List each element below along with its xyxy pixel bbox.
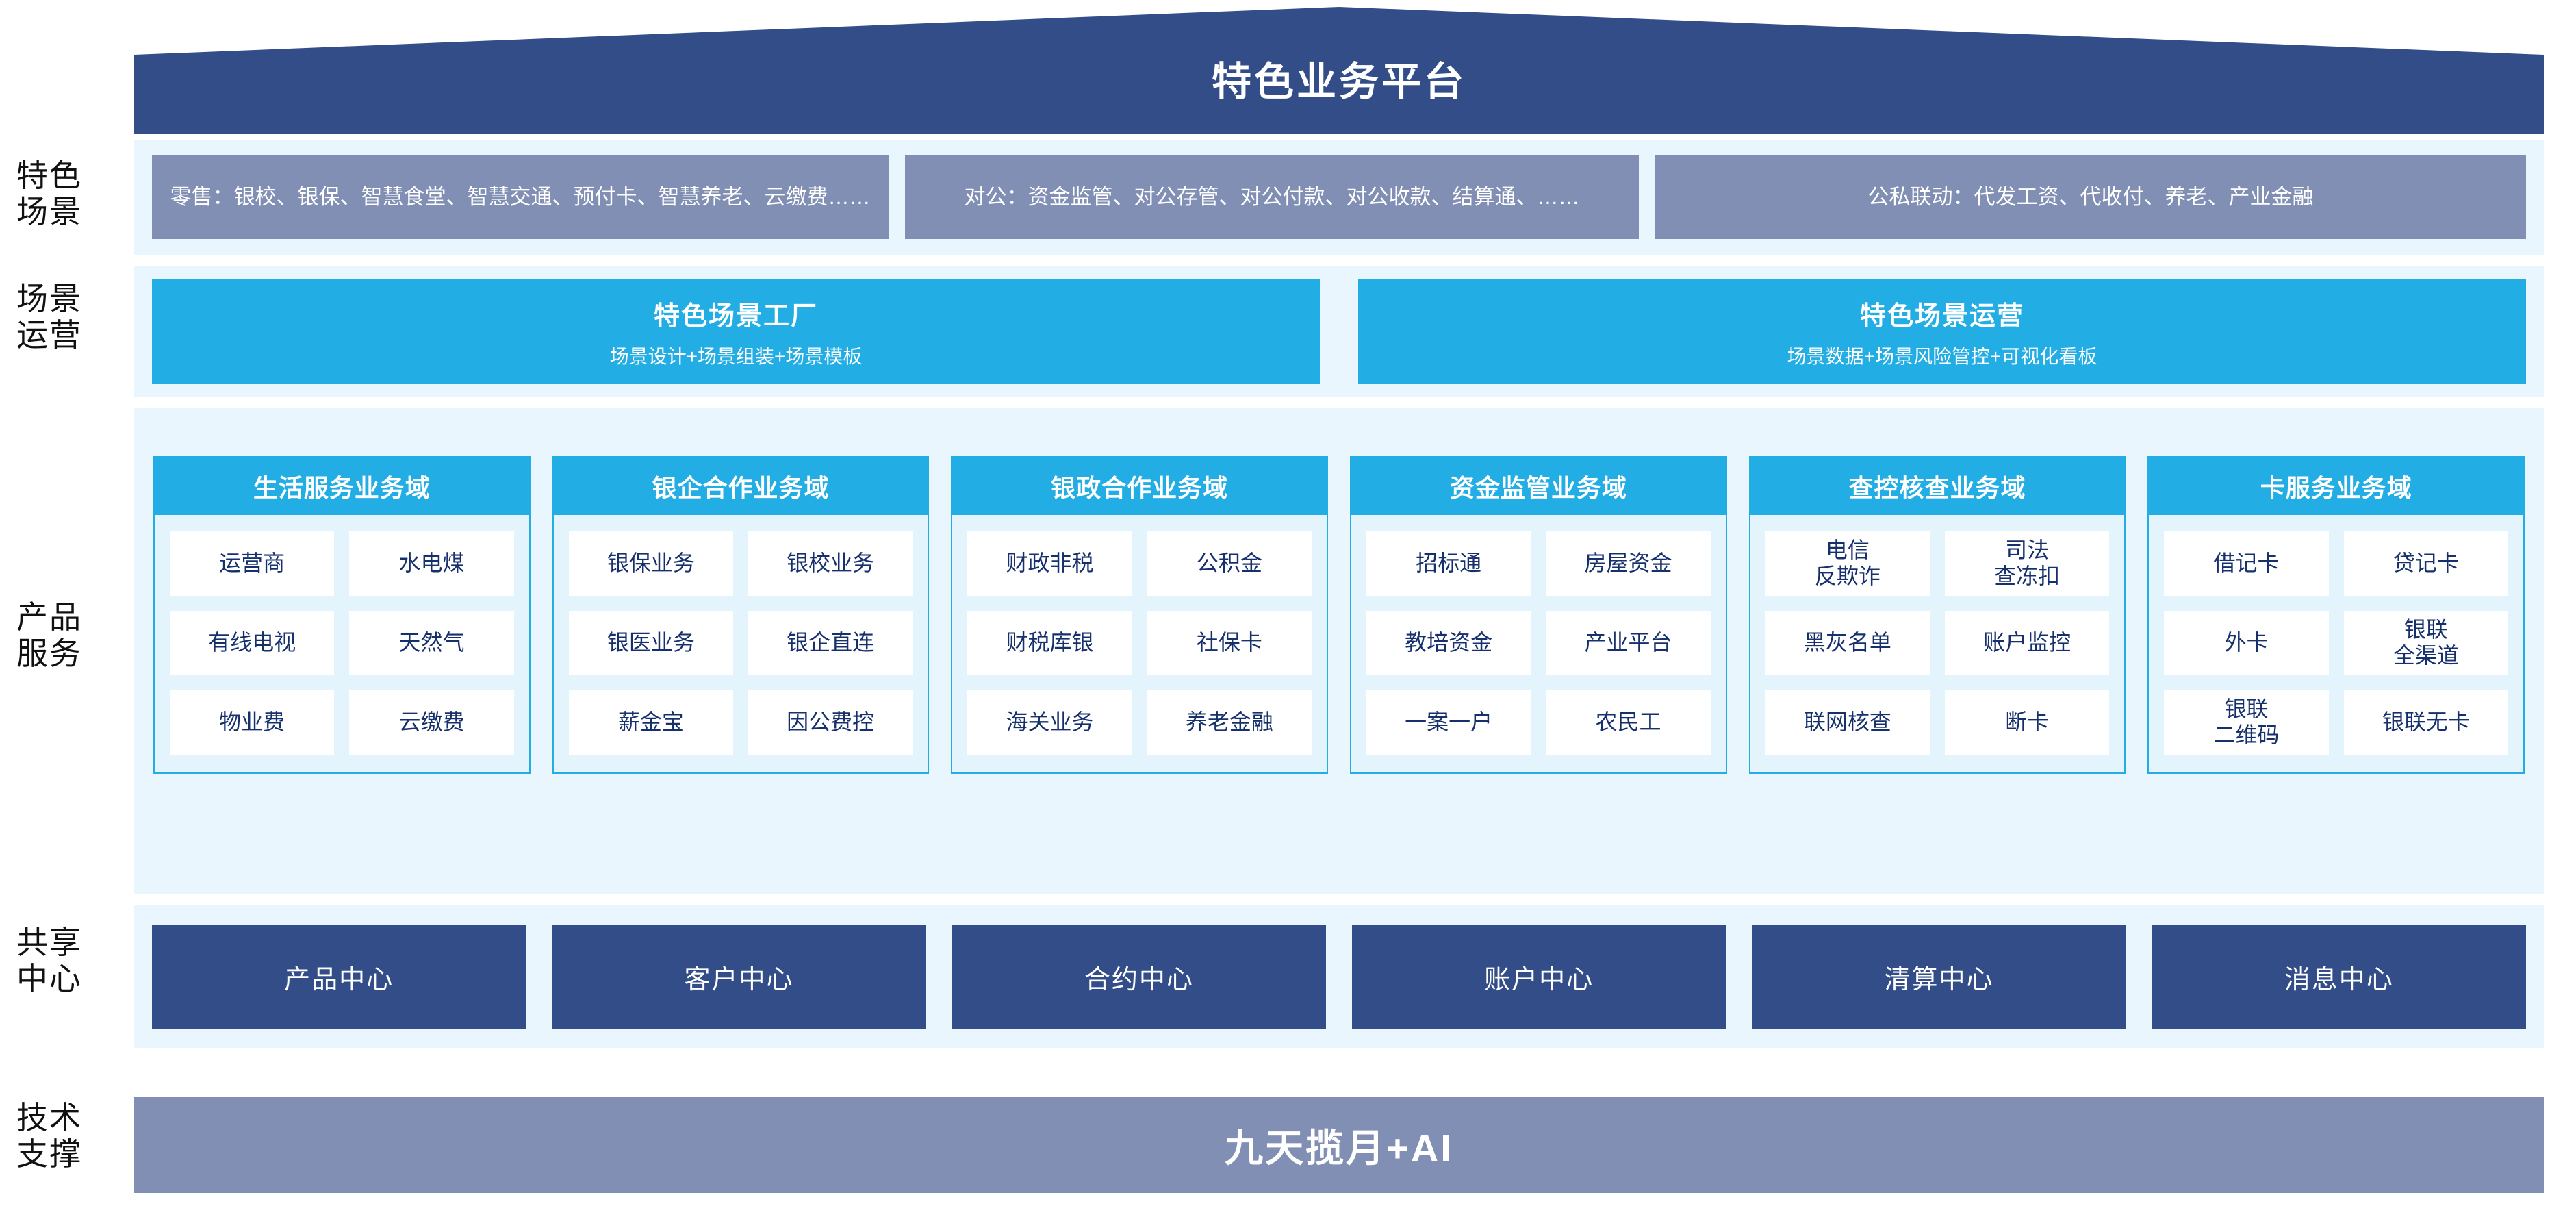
product-cell[interactable]: 司法 查冻扣 [1945, 531, 2110, 596]
domain-grid: 运营商 水电煤 有线电视 天然气 物业费 云缴费 [155, 515, 529, 772]
product-cell[interactable]: 一案一户 [1366, 690, 1531, 755]
domain-card-bank-enterprise[interactable]: 银企合作业务域 银保业务 银校业务 银医业务 银企直连 薪金宝 因公费控 [552, 456, 930, 774]
shared-center-customer[interactable]: 客户中心 [552, 925, 926, 1029]
operations-subtitle: 场景数据+场景风险管控+可视化看板 [1787, 345, 2097, 367]
roof-shape [134, 7, 2544, 134]
rail-label-shared: 共享 中心 [16, 925, 82, 997]
product-cell[interactable]: 银校业务 [748, 531, 913, 596]
product-cell[interactable]: 财政非税 [967, 531, 1132, 596]
operations-subtitle: 场景设计+场景组装+场景模板 [609, 345, 863, 367]
tech-band: 九天揽月+AI [134, 1088, 2544, 1203]
domain-title: 卡服务业务域 [2149, 457, 2524, 515]
domain-grid: 银保业务 银校业务 银医业务 银企直连 薪金宝 因公费控 [554, 515, 928, 772]
scenes-band: 零售：银校、银保、智慧食堂、智慧交通、预付卡、智慧养老、云缴费…… 对公：资金监… [134, 140, 2544, 255]
domain-title: 资金监管业务域 [1351, 457, 1726, 515]
platform-roof: 特色业务平台 [134, 7, 2544, 134]
product-cell[interactable]: 外卡 [2164, 611, 2329, 675]
domain-title: 银政合作业务域 [952, 457, 1327, 515]
shared-center-settlement[interactable]: 清算中心 [1752, 925, 2126, 1029]
operations-box-scene-factory[interactable]: 特色场景工厂 场景设计+场景组装+场景模板 [152, 279, 1320, 384]
product-cell[interactable]: 天然气 [349, 611, 514, 675]
operations-band: 特色场景工厂 场景设计+场景组装+场景模板 特色场景运营 场景数据+场景风险管控… [134, 266, 2544, 397]
product-cell[interactable]: 银联 二维码 [2164, 690, 2329, 755]
product-cell[interactable]: 农民工 [1546, 690, 1711, 755]
domain-card-investigation-control[interactable]: 查控核查业务域 电信 反欺诈 司法 查冻扣 黑灰名单 账户监控 联网核查 断卡 [1748, 456, 2126, 774]
product-cell[interactable]: 物业费 [170, 690, 335, 755]
product-cell[interactable]: 云缴费 [349, 690, 514, 755]
domain-card-life-service[interactable]: 生活服务业务域 运营商 水电煤 有线电视 天然气 物业费 云缴费 [153, 456, 531, 774]
product-cell[interactable]: 招标通 [1366, 531, 1531, 596]
shared-band: 产品中心 客户中心 合约中心 账户中心 清算中心 消息中心 [134, 905, 2544, 1048]
rail-label-scenes: 特色 场景 [16, 158, 82, 230]
product-cell[interactable]: 海关业务 [967, 690, 1132, 755]
product-cell[interactable]: 黑灰名单 [1765, 611, 1930, 675]
rail-label-products: 产品 服务 [16, 599, 82, 672]
operations-title: 特色场景工厂 [653, 301, 818, 331]
domain-grid: 借记卡 贷记卡 外卡 银联 全渠道 银联 二维码 银联无卡 [2149, 515, 2523, 772]
domain-title: 查控核查业务域 [1750, 457, 2125, 515]
product-cell[interactable]: 养老金融 [1147, 690, 1312, 755]
shared-center-account[interactable]: 账户中心 [1351, 925, 1726, 1029]
scene-box-retail[interactable]: 零售：银校、银保、智慧食堂、智慧交通、预付卡、智慧养老、云缴费…… [152, 155, 889, 239]
product-cell[interactable]: 断卡 [1945, 690, 2110, 755]
domain-title: 生活服务业务域 [155, 457, 529, 515]
product-cell[interactable]: 贷记卡 [2343, 531, 2509, 596]
product-cell[interactable]: 房屋资金 [1546, 531, 1711, 596]
product-cell[interactable]: 运营商 [170, 531, 335, 596]
domain-grid: 招标通 房屋资金 教培资金 产业平台 一案一户 农民工 [1351, 515, 1726, 772]
product-cell[interactable]: 银医业务 [568, 611, 733, 675]
shared-center-message[interactable]: 消息中心 [2152, 925, 2526, 1029]
shared-center-contract[interactable]: 合约中心 [952, 925, 1326, 1029]
domain-card-card-service[interactable]: 卡服务业务域 借记卡 贷记卡 外卡 银联 全渠道 银联 二维码 银联无卡 [2147, 456, 2525, 774]
products-row: 生活服务业务域 运营商 水电煤 有线电视 天然气 物业费 云缴费 银企合作业务域… [134, 408, 2544, 894]
domain-title: 银企合作业务域 [553, 457, 928, 515]
product-cell[interactable]: 水电煤 [349, 531, 514, 596]
operations-row: 特色场景工厂 场景设计+场景组装+场景模板 特色场景运营 场景数据+场景风险管控… [134, 266, 2544, 397]
product-cell[interactable]: 借记卡 [2164, 531, 2329, 596]
shared-row: 产品中心 客户中心 合约中心 账户中心 清算中心 消息中心 [134, 905, 2544, 1048]
operations-title: 特色场景运营 [1859, 301, 2024, 331]
product-cell[interactable]: 账户监控 [1945, 611, 2110, 675]
product-cell[interactable]: 银联无卡 [2343, 690, 2509, 755]
product-cell[interactable]: 有线电视 [170, 611, 335, 675]
product-cell[interactable]: 联网核查 [1765, 690, 1930, 755]
domain-card-bank-government[interactable]: 银政合作业务域 财政非税 公积金 财税库银 社保卡 海关业务 养老金融 [951, 456, 1329, 774]
products-band: 生活服务业务域 运营商 水电煤 有线电视 天然气 物业费 云缴费 银企合作业务域… [134, 408, 2544, 894]
shared-center-product[interactable]: 产品中心 [152, 925, 526, 1029]
product-cell[interactable]: 电信 反欺诈 [1765, 531, 1930, 596]
product-cell[interactable]: 公积金 [1147, 531, 1312, 596]
product-cell[interactable]: 银企直连 [748, 611, 913, 675]
product-cell[interactable]: 财税库银 [967, 611, 1132, 675]
product-cell[interactable]: 产业平台 [1546, 611, 1711, 675]
product-cell[interactable]: 银联 全渠道 [2343, 611, 2509, 675]
domain-grid: 财政非税 公积金 财税库银 社保卡 海关业务 养老金融 [952, 515, 1327, 772]
tech-support-bar[interactable]: 九天揽月+AI [134, 1097, 2544, 1193]
rail-label-tech: 技术 支撑 [16, 1100, 82, 1172]
operations-box-scene-operation[interactable]: 特色场景运营 场景数据+场景风险管控+可视化看板 [1358, 279, 2526, 384]
scene-box-public-private-linkage[interactable]: 公私联动：代发工资、代收付、养老、产业金融 [1655, 155, 2526, 239]
product-cell[interactable]: 薪金宝 [568, 690, 733, 755]
platform-title: 特色业务平台 [1211, 60, 1466, 104]
domain-grid: 电信 反欺诈 司法 查冻扣 黑灰名单 账户监控 联网核查 断卡 [1750, 515, 2125, 772]
product-cell[interactable]: 社保卡 [1147, 611, 1312, 675]
product-cell[interactable]: 银保业务 [568, 531, 733, 596]
product-cell[interactable]: 因公费控 [748, 690, 913, 755]
rail-label-operations: 场景 运营 [16, 281, 82, 353]
product-cell[interactable]: 教培资金 [1366, 611, 1531, 675]
scenes-row: 零售：银校、银保、智慧食堂、智慧交通、预付卡、智慧养老、云缴费…… 对公：资金监… [134, 140, 2544, 255]
scene-box-corporate[interactable]: 对公：资金监管、对公存管、对公付款、对公收款、结算通、…… [905, 155, 1639, 239]
domain-card-fund-supervision[interactable]: 资金监管业务域 招标通 房屋资金 教培资金 产业平台 一案一户 农民工 [1350, 456, 1727, 774]
